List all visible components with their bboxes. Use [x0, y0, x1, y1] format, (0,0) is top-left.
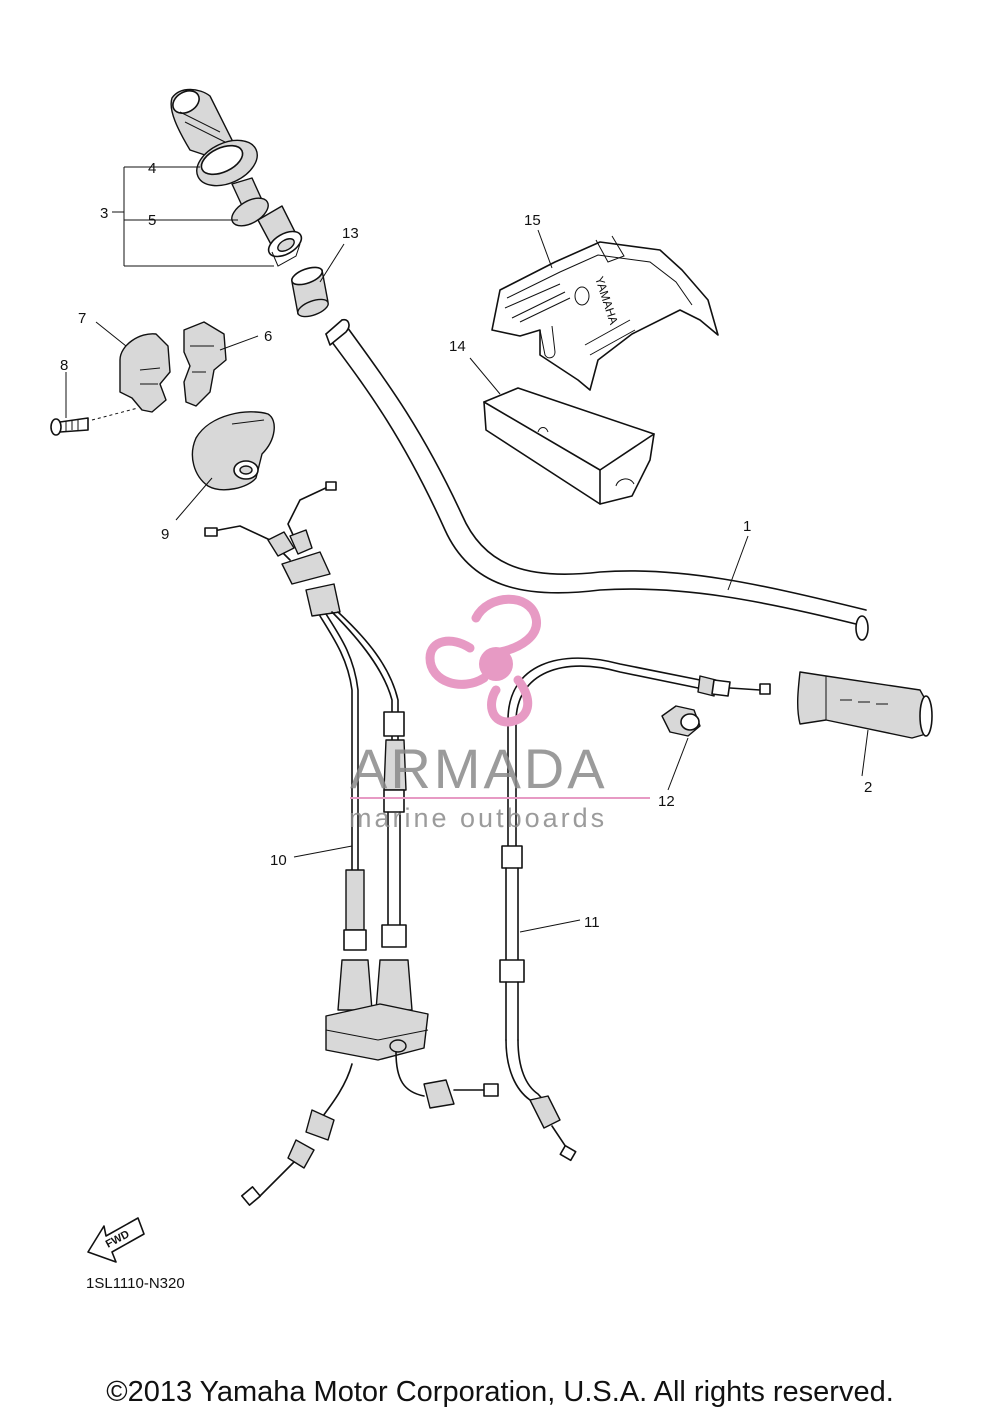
handlebar-cover: YAMAHA — [491, 235, 719, 391]
callout-2: 2 — [864, 779, 872, 796]
throttle-cables — [204, 481, 499, 1206]
callout-7: 7 — [78, 310, 86, 327]
callout-6: 6 — [264, 328, 272, 345]
collar — [290, 266, 329, 318]
callout-8: 8 — [60, 357, 68, 374]
callout-4: 4 — [148, 160, 156, 177]
armada-watermark: ARMADA marine outboards — [349, 594, 650, 833]
adjuster-nut — [661, 705, 701, 737]
watermark-tagline: marine outboards — [349, 803, 607, 833]
leader-lines — [65, 166, 869, 933]
callout-13: 13 — [342, 225, 359, 242]
copyright-notice: ©2013 Yamaha Motor Corporation, U.S.A. A… — [106, 1376, 894, 1408]
callout-1: 1 — [743, 518, 751, 535]
right-grip — [797, 671, 933, 739]
left-grip-assembly — [170, 88, 303, 267]
callouts: 1 2 3 4 5 6 7 8 9 10 11 12 13 14 15 — [60, 160, 872, 931]
callout-14: 14 — [449, 338, 466, 355]
propeller-logo-icon — [425, 594, 541, 727]
fwd-arrow-icon: FWD — [87, 1217, 145, 1263]
callout-12: 12 — [658, 793, 675, 810]
clutch-cable — [499, 657, 771, 1162]
callout-3: 3 — [100, 205, 108, 222]
throttle-housing-half-lower — [119, 333, 171, 413]
callout-5: 5 — [148, 212, 156, 229]
handlebar-pad — [483, 387, 655, 505]
throttle-housing-half-upper — [183, 321, 227, 407]
callout-15: 15 — [524, 212, 541, 229]
callout-11: 11 — [584, 914, 600, 931]
watermark-brand: ARMADA — [350, 737, 608, 800]
callout-10: 10 — [270, 852, 287, 869]
screw — [50, 407, 139, 436]
throttle-cable-cover — [191, 411, 275, 491]
diagram-code: 1SL1110-N320 — [86, 1275, 185, 1292]
callout-9: 9 — [161, 526, 169, 543]
handlebar — [325, 318, 869, 641]
